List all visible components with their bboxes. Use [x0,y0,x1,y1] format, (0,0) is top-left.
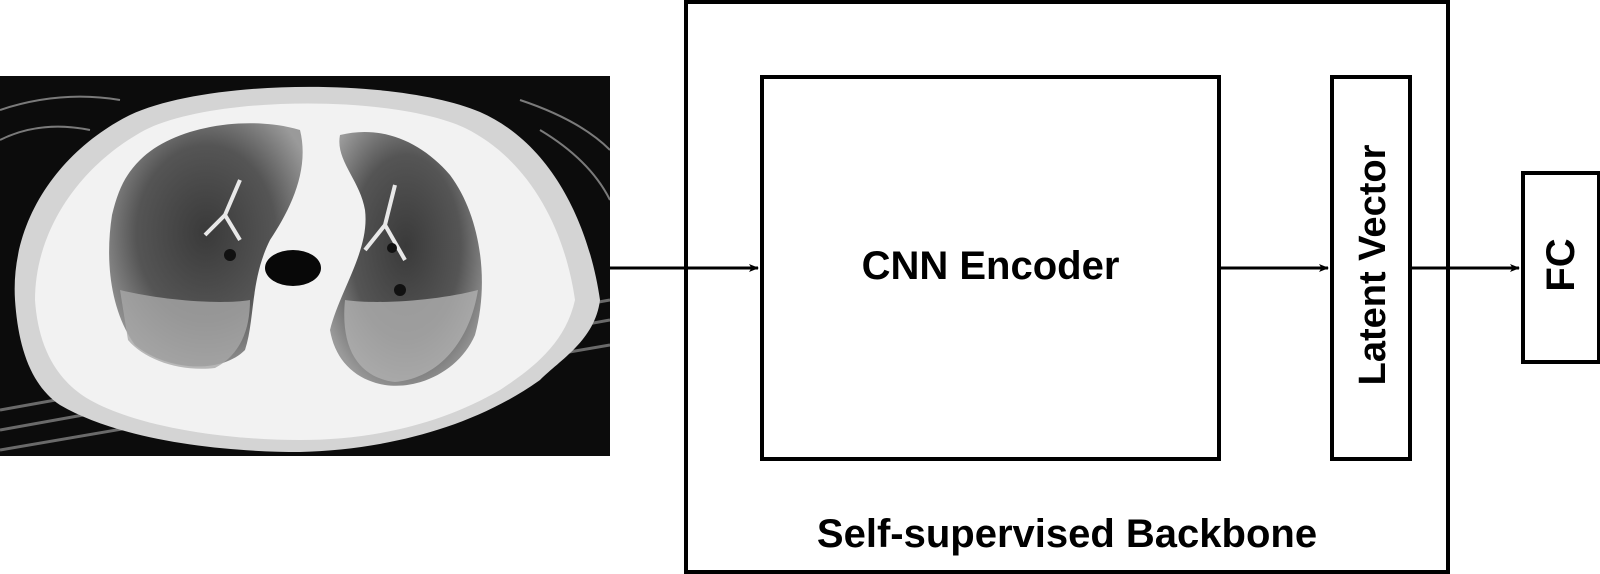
encoder-label: CNN Encoder [861,244,1120,288]
latent-vector-label: Latent Vector [1352,144,1394,386]
fc-label: FC [1539,238,1583,292]
ct-scan-image [0,76,610,456]
fc-box [1521,171,1600,364]
backbone-label: Self-supervised Backbone [816,512,1318,556]
backbone-box [684,0,1450,574]
